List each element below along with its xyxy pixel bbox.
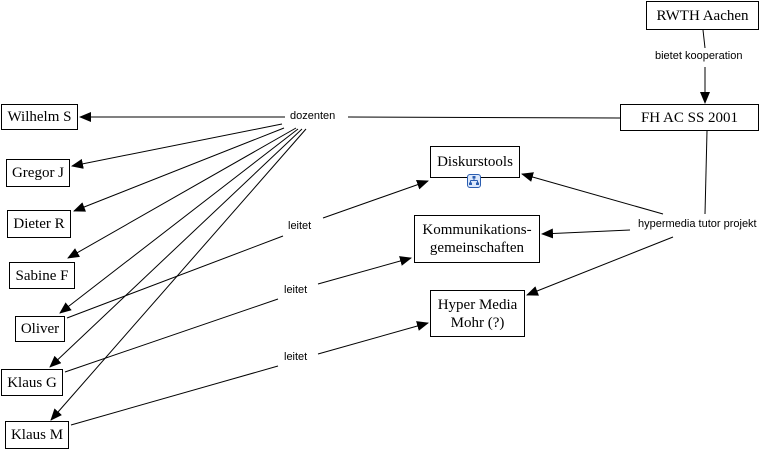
arrow-leitet-to-kommunikation bbox=[317, 256, 412, 285]
arrow-dozenten-to-gregor bbox=[71, 123, 283, 169]
connector-rwth-to-bietet bbox=[702, 29, 706, 49]
link-label-leitet-oliver[interactable]: leitet bbox=[286, 220, 314, 232]
arrow-leitet-to-mohr bbox=[317, 321, 429, 355]
arrow-dozenten-to-dieter bbox=[73, 127, 285, 212]
concept-gregor-j[interactable]: Gregor J bbox=[6, 159, 70, 187]
concept-sabine-f[interactable]: Sabine F bbox=[9, 262, 75, 289]
concept-fh-ac-ss-2001[interactable]: FH AC SS 2001 bbox=[620, 104, 759, 131]
arrow-dozenten-to-klausm bbox=[50, 128, 307, 421]
arrow-dozenten-to-klausg bbox=[49, 128, 303, 368]
link-label-hypermedia-tutor-projekt[interactable]: hypermedia tutor projekt bbox=[636, 218, 759, 230]
link-label-bietet-kooperation[interactable]: bietet kooperation bbox=[653, 50, 745, 62]
arrow-projekt-to-mohr bbox=[526, 236, 674, 296]
connector-oliver-to-leitet bbox=[66, 235, 284, 319]
concept-oliver[interactable]: Oliver bbox=[15, 316, 65, 342]
concept-rwth-aachen[interactable]: RWTH Aachen bbox=[646, 1, 759, 30]
concept-dieter-r[interactable]: Dieter R bbox=[7, 210, 71, 238]
connector-fhac-to-projekt bbox=[704, 130, 708, 215]
concept-hyper-media-mohr[interactable]: Hyper Media Mohr (?) bbox=[430, 290, 525, 337]
connector-klausm-to-leitet bbox=[70, 365, 279, 426]
concept-klaus-m[interactable]: Klaus M bbox=[5, 421, 69, 449]
link-label-leitet-klaus-g[interactable]: leitet bbox=[282, 284, 310, 296]
concept-diskurstools[interactable]: Diskurstools bbox=[430, 146, 520, 178]
connector-klausg-to-leitet bbox=[64, 298, 279, 373]
arrow-dozenten-to-sabine bbox=[67, 127, 297, 259]
concept-map-icon[interactable] bbox=[467, 174, 481, 188]
arrow-leitet-to-diskurstools bbox=[322, 179, 429, 219]
connector-fhac-to-dozenten bbox=[347, 116, 621, 119]
concept-kommunikationsgemeinschaften[interactable]: Kommunikations- gemeinschaften bbox=[414, 215, 540, 263]
link-label-leitet-klaus-m[interactable]: leitet bbox=[282, 351, 310, 363]
arrow-dozenten-to-oliver bbox=[59, 128, 299, 314]
concept-wilhelm-s[interactable]: Wilhelm S bbox=[1, 104, 78, 130]
arrow-projekt-to-diskurstools bbox=[521, 172, 664, 215]
link-label-dozenten[interactable]: dozenten bbox=[288, 110, 338, 122]
concept-klaus-g[interactable]: Klaus G bbox=[1, 369, 63, 396]
arrow-projekt-to-kommunikation bbox=[541, 228, 631, 239]
